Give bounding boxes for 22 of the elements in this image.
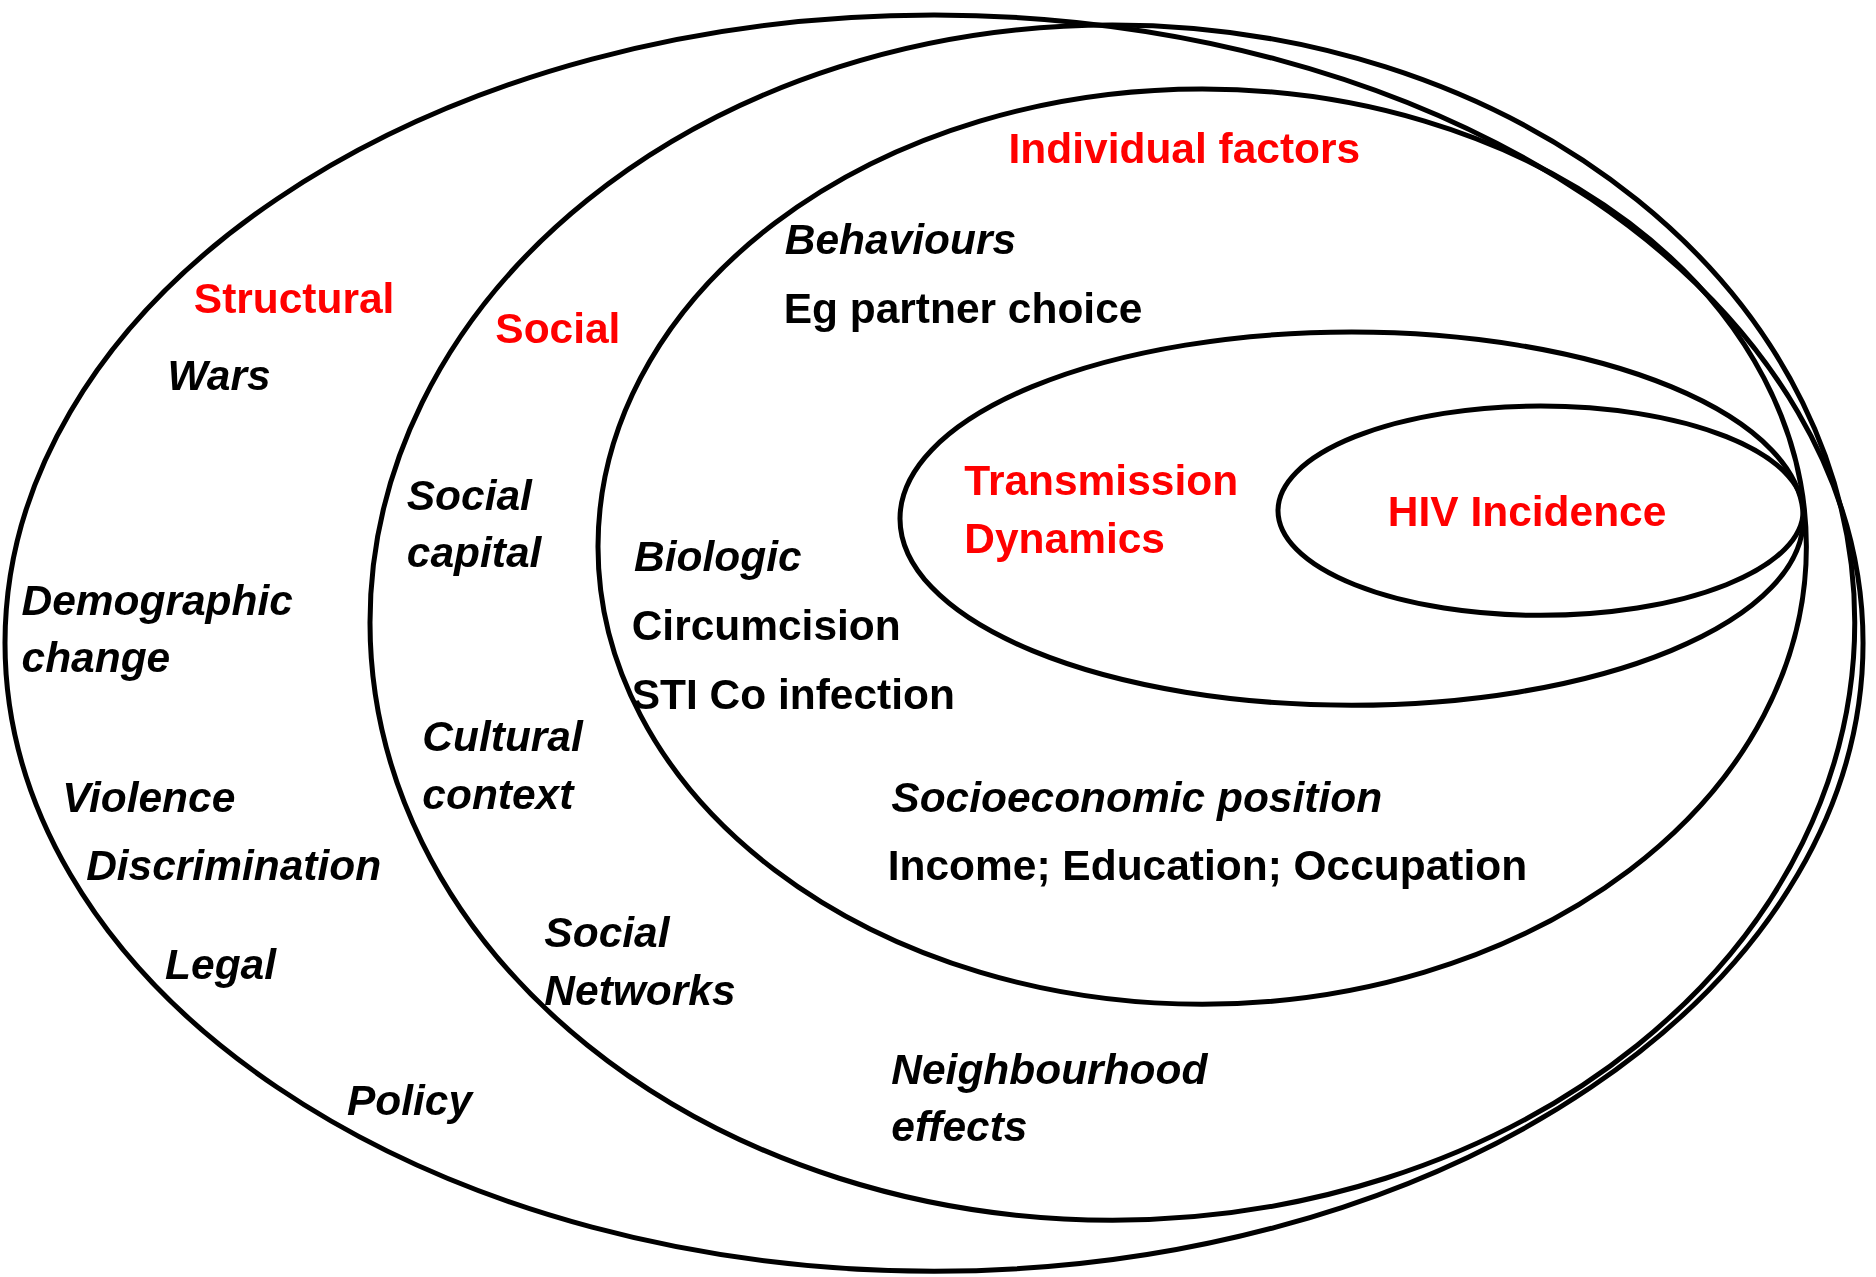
category-heading: Structural [193, 274, 395, 325]
factor-example: STI Co infection [631, 670, 955, 721]
factor-heading: Socioeconomic position [891, 773, 1383, 824]
factor-heading: Neighbourhood effects [891, 1044, 1209, 1153]
factor-heading: Wars [167, 350, 271, 401]
category-heading: Individual factors [1008, 123, 1361, 174]
factor-heading: Social Networks [544, 908, 737, 1016]
factor-heading: Violence [62, 773, 236, 824]
category-heading: Transmission Dynamics [964, 456, 1240, 564]
factor-heading: Biologic [634, 531, 802, 582]
factor-heading: Behaviours [784, 214, 1017, 265]
factor-heading: Social capital [406, 470, 543, 578]
category-heading: Social [495, 304, 621, 355]
factor-example: Eg partner choice [783, 283, 1143, 334]
factor-heading: Legal [165, 939, 276, 990]
category-heading: HIV Incidence [1387, 487, 1667, 538]
factor-heading: Policy [346, 1076, 473, 1126]
factor-example: Income; Education; Occupation [887, 841, 1528, 892]
factor-heading: Cultural context [422, 712, 585, 820]
factor-heading: Discrimination [86, 841, 382, 892]
factor-heading: Demographic change [21, 575, 294, 684]
factor-example: Circumcision [631, 601, 901, 651]
